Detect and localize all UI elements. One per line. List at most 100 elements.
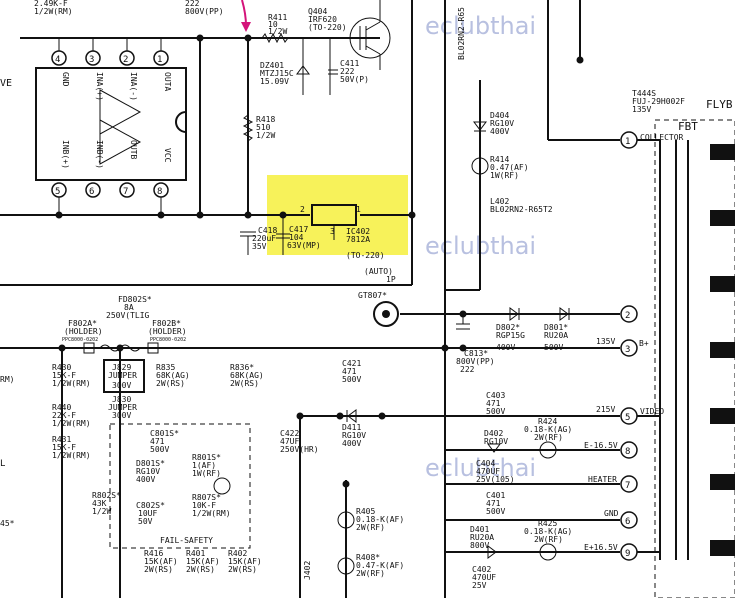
r414-symbol xyxy=(471,157,489,175)
dz401-symbol xyxy=(296,65,310,75)
label-d802v: 400V xyxy=(496,343,515,352)
label-c404v: 470UF xyxy=(476,467,500,476)
label-c411v: 222 xyxy=(340,67,355,76)
label-r430p: 1/2W(RM) xyxy=(52,379,91,388)
label-f802b: F802B* xyxy=(152,319,181,328)
label-c801sp: 500V xyxy=(150,445,169,454)
r418-symbol xyxy=(242,114,254,142)
label-r801sv: 1(AF) xyxy=(192,461,216,470)
label-r416v: 15K(AF) xyxy=(144,557,178,566)
label-c401p: 500V xyxy=(486,507,505,516)
label-d801t: RU20A xyxy=(544,331,568,340)
label-r425p: 2W(RF) xyxy=(534,535,563,544)
label-r835p: 2W(RS) xyxy=(156,379,185,388)
label-d801s: D801S* xyxy=(136,459,165,468)
watermark-3: eclubthai xyxy=(425,454,536,482)
label-r411p: 1/2W xyxy=(268,27,287,36)
label-d401t: RU20A xyxy=(470,533,494,542)
label-l-side: L xyxy=(0,459,5,469)
label-dz401v: 15.09V xyxy=(260,77,289,86)
label-r425v: 0.18-K(AG) xyxy=(524,527,572,536)
label-r431p: 1/2W(RM) xyxy=(52,451,91,460)
label-f802a-h: (HOLDER) xyxy=(64,327,103,336)
label-j830t: JUMPER xyxy=(108,403,137,412)
label-j829t: JUMPER xyxy=(108,371,137,380)
label-d801v: 500V xyxy=(544,343,563,352)
fuse-holder-b xyxy=(147,342,159,354)
label-ppc2: PPC8000-0202 xyxy=(150,337,186,343)
r405-symbol xyxy=(337,511,355,529)
label-ve: VE xyxy=(0,78,12,89)
q404-mosfet xyxy=(349,0,391,70)
label-j830v: 300V xyxy=(112,411,131,420)
label-ic402-pin1: 1 xyxy=(356,205,361,214)
label-t444s: T444S xyxy=(632,89,656,98)
label-flyback: FLYB xyxy=(706,98,733,111)
label-r835v: 68K(AG) xyxy=(156,371,190,380)
fbt-pin-3: 3 xyxy=(625,345,630,355)
label-r418v: 510 xyxy=(256,123,271,132)
pin-3: 3 xyxy=(89,55,94,65)
d801-symbol xyxy=(559,307,569,321)
label-r802sv: 43K xyxy=(92,499,107,508)
label-c-top: 222 xyxy=(185,0,200,8)
label-c422v: 47UF xyxy=(280,437,299,446)
label-r416p: 2W(RS) xyxy=(144,565,173,574)
label-d411v: 400V xyxy=(342,439,361,448)
label-c404: C404 xyxy=(476,459,495,468)
label-l402t: BL02RN2-R65T2 xyxy=(490,205,553,214)
label-ic402t: 7812A xyxy=(346,235,370,244)
label-c801s: C801S* xyxy=(150,429,179,438)
label-f802b-h: (HOLDER) xyxy=(148,327,187,336)
label-c411: C411 xyxy=(340,59,359,68)
label-r430v: 15K-F xyxy=(52,371,76,380)
dual-opamp-ic: 4 3 2 1 5 6 7 8 GND INA(+) INA(-) OUTA I… xyxy=(35,38,187,215)
label-top-left-res2: 1/2W(RM) xyxy=(34,7,73,16)
label-d411t: RG10V xyxy=(342,431,366,440)
pin-5: 5 xyxy=(55,187,60,197)
label-c417p: 63V(MP) xyxy=(287,241,321,250)
r408-symbol xyxy=(337,557,355,575)
label-r418p: 1/2W xyxy=(256,131,275,140)
label-c802sv: 10UF xyxy=(138,509,157,518)
watermark-1: eclubthai xyxy=(425,12,536,40)
label-135v: 135V xyxy=(596,337,615,346)
label-d802t: RGP15G xyxy=(496,331,525,340)
label-r425: R425 xyxy=(538,519,557,528)
fbt-pin-9: 9 xyxy=(625,549,630,559)
d802-symbol xyxy=(509,307,519,321)
d404-symbol xyxy=(473,121,487,131)
pin-4: 4 xyxy=(55,55,60,65)
label-r424p: 2W(RF) xyxy=(534,433,563,442)
pin-8: 8 xyxy=(157,187,162,197)
label-gnd: GND xyxy=(604,509,619,518)
label-r402p: 2W(RS) xyxy=(228,565,257,574)
label-bl-vertical: BL02RN2-R65 xyxy=(457,7,466,60)
fbt-outline xyxy=(654,119,735,598)
label-e165: E-16.5V xyxy=(584,441,618,450)
label-c402: C402 xyxy=(472,565,491,574)
j829-box xyxy=(103,359,145,393)
label-r431: R431 xyxy=(52,435,71,444)
label-c403: C403 xyxy=(486,391,505,400)
ic-ina-plus-label: INA(+) xyxy=(95,72,104,101)
label-c411p: 50V(P) xyxy=(340,75,369,84)
fuse-holder-a xyxy=(83,342,95,354)
label-r405p: 2W(RF) xyxy=(356,523,385,532)
label-c417: C417 xyxy=(289,225,308,234)
label-rm: RM) xyxy=(0,375,14,384)
label-dz401: DZ401 xyxy=(260,61,284,70)
junctions xyxy=(55,34,584,488)
label-r408p: 2W(RF) xyxy=(356,569,385,578)
label-j830: J830 xyxy=(112,395,131,404)
label-r836p: 2W(RS) xyxy=(230,379,259,388)
label-j829v: 300V xyxy=(112,381,131,390)
label-l402: L402 xyxy=(490,197,509,206)
label-d801st: RG10V xyxy=(136,467,160,476)
label-d411: D411 xyxy=(342,423,361,432)
label-d801: D801* xyxy=(544,323,568,332)
ic-vcc-label: VCC xyxy=(163,148,172,163)
fbt-pin-8: 8 xyxy=(625,447,630,457)
fbt-pin-7: 7 xyxy=(625,481,630,491)
label-r836v: 68K(AG) xyxy=(230,371,264,380)
